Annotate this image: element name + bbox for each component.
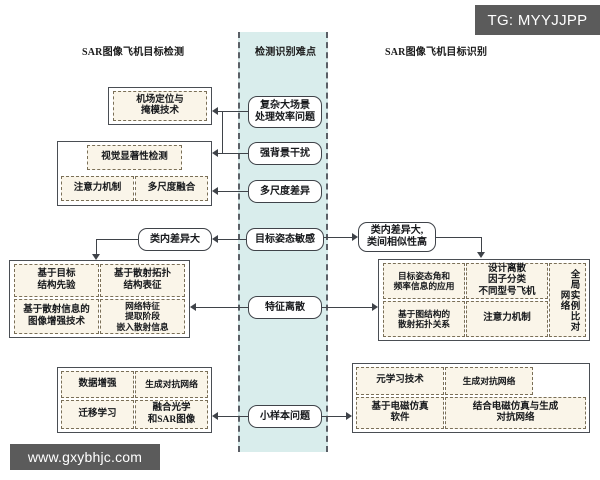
- arrow-n5-to-recognition: [372, 303, 378, 311]
- connector-bridge-right-out: [436, 237, 482, 239]
- arrow-n5-to-scattering: [190, 303, 196, 311]
- right-card-em-simulation-software[interactable]: 基于电磁仿真 软件: [356, 397, 444, 429]
- left-card-visual-saliency[interactable]: 视觉显著性检测: [87, 145, 182, 170]
- left-card-data-augmentation[interactable]: 数据增强: [61, 371, 134, 398]
- right-card-attention[interactable]: 注意力机制: [466, 301, 548, 337]
- left-card-attention[interactable]: 注意力机制: [61, 176, 134, 201]
- connector-n4-to-bridge-right: [324, 237, 352, 239]
- left-card-scatter-topology[interactable]: 基于散射拓扑 结构表征: [100, 264, 185, 297]
- left-card-gan[interactable]: 生成对抗网络: [135, 371, 208, 398]
- difficulty-node-complex-scene[interactable]: 复杂大场景 处理效率问题: [248, 96, 322, 128]
- difficulty-node-feature-dispersion[interactable]: 特征离散: [248, 296, 322, 319]
- column-title-middle: 检测识别难点: [255, 47, 317, 58]
- arrow-into-scattering-group: [92, 254, 100, 260]
- arrow-to-bridge-right: [352, 233, 358, 241]
- arrow-n6-to-few-shot: [346, 412, 352, 420]
- arrow-to-airport-group: [212, 107, 218, 115]
- left-card-airport-mask[interactable]: 机场定位与 掩模技术: [113, 91, 207, 121]
- difficulty-node-scale-variance[interactable]: 多尺度差异: [248, 180, 322, 203]
- connector-n5-left: [196, 307, 248, 309]
- difficulty-node-few-shot[interactable]: 小样本问题: [248, 405, 322, 428]
- arrow-into-recognition-group: [477, 252, 485, 258]
- right-card-graph-scatter-topology[interactable]: 基于图结构的 散射拓扑关系: [383, 301, 465, 337]
- difficulty-node-pose-sensitivity[interactable]: 目标姿态敏感: [246, 228, 324, 251]
- difficulty-node-background-clutter[interactable]: 强背景干扰: [248, 142, 322, 165]
- connector-n6-right: [322, 416, 346, 418]
- connector-n1-out: [222, 111, 248, 113]
- bridge-node-intra-inter-class[interactable]: 类内差异大, 类间相似性高: [358, 222, 436, 252]
- column-title-right: SAR图像飞机目标识别: [385, 47, 488, 58]
- connector-n1-n2-bus: [222, 111, 224, 153]
- connector-n6-left: [218, 416, 248, 418]
- left-card-image-enhancement[interactable]: 基于散射信息的 图像增强技术: [14, 299, 99, 334]
- left-card-target-structure-prior[interactable]: 基于目标 结构先验: [14, 264, 99, 297]
- arrow-to-bridge-left: [212, 235, 218, 243]
- connector-n4-to-bridge-left: [218, 239, 246, 241]
- connector-n2-to-saliency: [218, 153, 248, 155]
- right-card-discrete-factor[interactable]: 设计离散 因子分类 不同型号飞机: [466, 263, 548, 299]
- bridge-node-intra-class-variance[interactable]: 类内差异大: [138, 228, 212, 251]
- connector-n3-to-saliency: [218, 191, 248, 193]
- left-card-multiscale-fusion[interactable]: 多尺度融合: [135, 176, 208, 201]
- arrow-to-multiscale: [212, 187, 218, 195]
- right-card-gan[interactable]: 生成对抗网络: [445, 367, 533, 395]
- right-card-global-instance-network[interactable]: 全局实例比对网络: [549, 263, 586, 337]
- column-title-left: SAR图像飞机目标检测: [82, 47, 185, 58]
- left-card-optical-sar-fusion[interactable]: 融合光学 和SAR图像: [135, 400, 208, 429]
- connector-bridge-right-down: [481, 237, 483, 253]
- connector-bridge-left-out: [96, 239, 138, 241]
- arrow-n6-to-data-augment: [212, 412, 218, 420]
- right-card-pose-frequency[interactable]: 目标姿态角和 频率信息的应用: [383, 263, 465, 299]
- telegram-watermark: TG: MYYJJPP: [475, 5, 600, 35]
- right-card-meta-learning[interactable]: 元学习技术: [356, 367, 444, 395]
- arrow-to-saliency-group: [212, 149, 218, 157]
- connector-bridge-left-down: [96, 239, 98, 255]
- connector-bus-to-airport: [218, 111, 224, 113]
- right-card-em-gan-combination[interactable]: 结合电磁仿真与生成 对抗网络: [445, 397, 586, 429]
- connector-n5-right: [322, 307, 372, 309]
- site-watermark: www.gxybhjc.com: [10, 444, 160, 470]
- left-card-feature-embed-scatter[interactable]: 网络特征 提取阶段 嵌入散射信息: [100, 299, 185, 334]
- left-card-transfer-learning[interactable]: 迁移学习: [61, 400, 134, 429]
